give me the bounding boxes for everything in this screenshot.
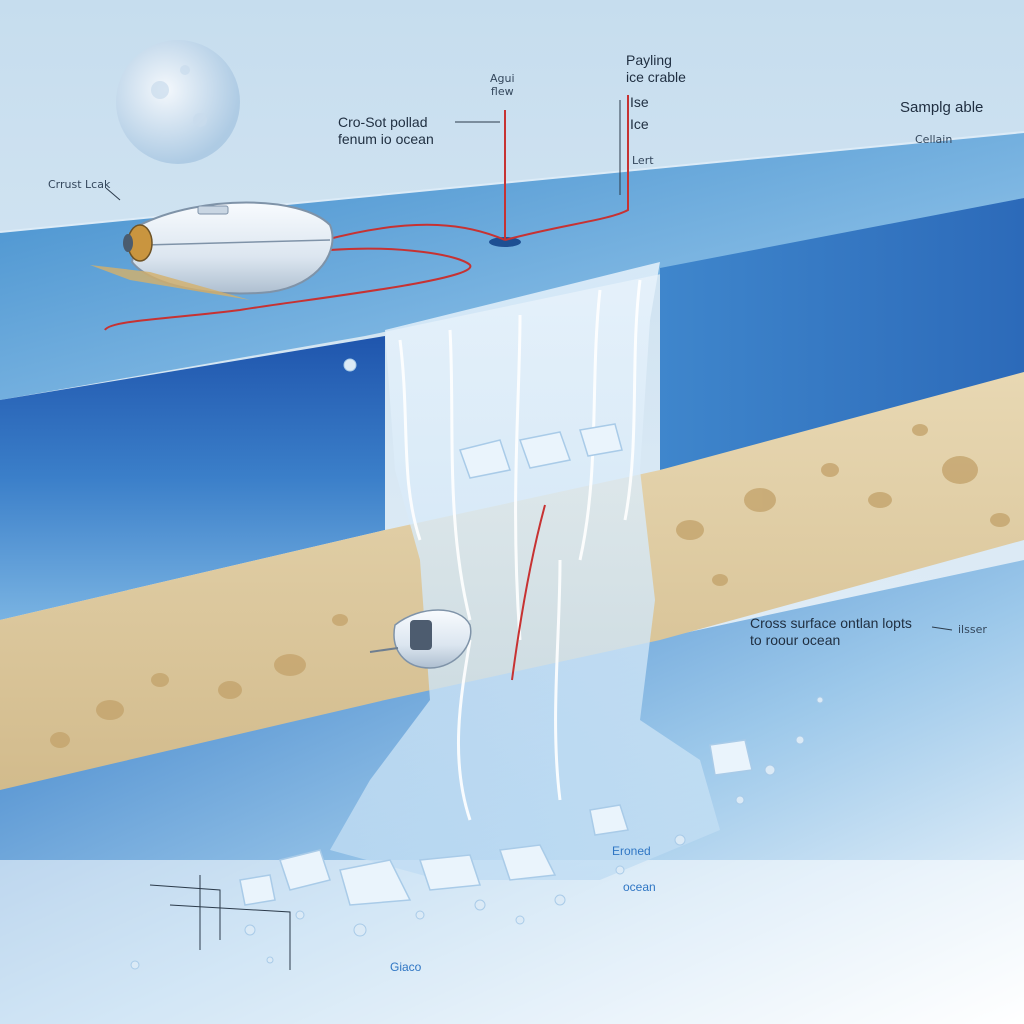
label-agui-flow: Agui flew <box>490 72 515 99</box>
tether-cable <box>104 95 629 681</box>
label-sampling: Samplg able <box>900 99 984 116</box>
subsurface-probe <box>369 609 472 669</box>
label-crossot: Cro-Sot pollad fenum io ocean <box>338 114 434 147</box>
label-last: Lert <box>632 154 654 167</box>
ice-surface <box>0 132 1024 400</box>
label-ocean: ocean <box>623 880 656 894</box>
ice-wall <box>0 336 385 620</box>
label-glaco: Giaco <box>390 960 422 974</box>
label-paying-ice-cable: Payling ice crable <box>626 52 686 85</box>
label-ilser: ilsser <box>958 623 987 636</box>
label-crust-leak: Crrust Lcak <box>48 178 111 191</box>
label-ise: Ise <box>630 94 649 110</box>
label-eroned: Eroned <box>612 844 651 858</box>
meltwater-column <box>330 262 720 880</box>
label-cellain: Cellain <box>915 133 953 146</box>
label-ice: Ice <box>630 116 649 132</box>
label-cross-surface: Cross surface ontlan lopts to roour ocea… <box>750 615 912 648</box>
surface-probe <box>90 201 334 300</box>
ice-debris <box>239 423 753 906</box>
moon <box>116 40 240 164</box>
